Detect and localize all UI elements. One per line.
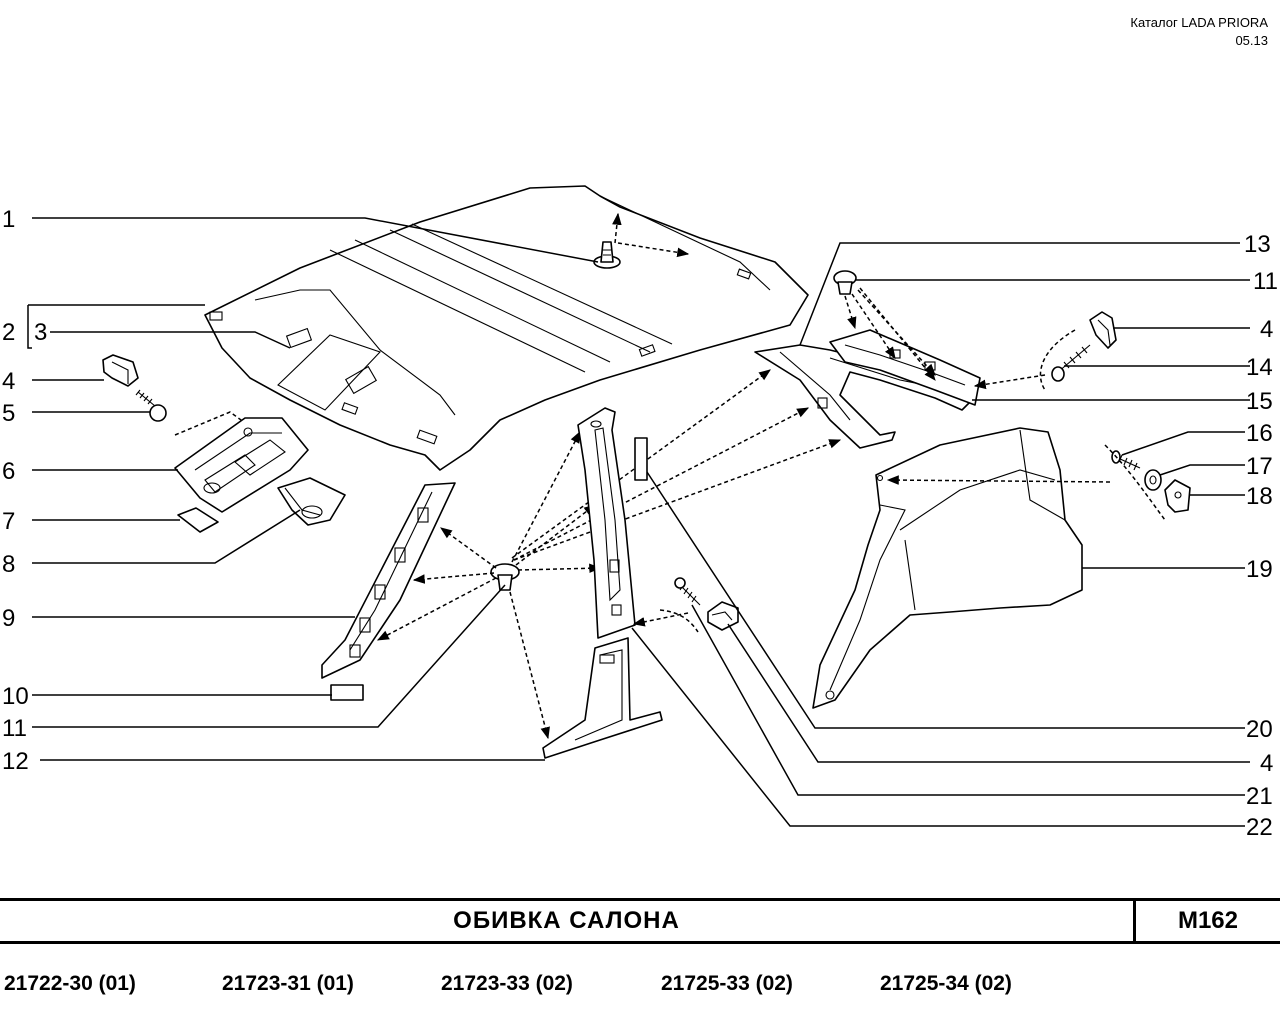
retainer-clip-right	[1089, 311, 1117, 349]
model-code: 21725-34 (02)	[880, 972, 1012, 995]
wheel-arch-trim	[812, 427, 1083, 709]
b-pillar-upper-trim	[577, 407, 636, 639]
callout-5: 5	[2, 400, 15, 427]
callout-10: 10	[2, 683, 29, 710]
leader-lines	[27, 217, 1250, 827]
callout-14: 14	[1246, 354, 1273, 381]
washer	[1144, 469, 1162, 491]
retainer-clip-left	[102, 354, 139, 387]
a-pillar-trim	[321, 482, 456, 679]
screw-left	[135, 389, 167, 422]
catalog-date: 05.13	[1235, 33, 1268, 48]
callout-4-left: 4	[2, 368, 15, 395]
retainer-clip-center	[707, 601, 739, 631]
callout-15: 15	[1246, 388, 1273, 415]
callout-12: 12	[2, 748, 29, 775]
callout-8: 8	[2, 551, 15, 578]
model-code: 21723-31 (01)	[222, 972, 354, 995]
callout-6: 6	[2, 458, 15, 485]
callout-16: 16	[1246, 420, 1273, 447]
nut-clip	[1164, 479, 1191, 513]
screw-center	[674, 577, 701, 606]
callout-19: 19	[1246, 556, 1273, 583]
title-block: ОБИВКА САЛОНА М162	[0, 898, 1280, 944]
model-code: 21722-30 (01)	[4, 972, 136, 995]
callout-9: 9	[2, 605, 15, 632]
console-bracket	[277, 477, 346, 526]
trim-clip-right	[833, 270, 857, 295]
callout-21: 21	[1246, 783, 1273, 810]
callout-11-right: 11	[1253, 268, 1278, 295]
label-strip	[634, 437, 648, 481]
section-code: М162	[1177, 907, 1239, 934]
callout-2: 2	[2, 319, 15, 346]
section-title: ОБИВКА САЛОНА	[453, 907, 680, 934]
catalog-header: Каталог LADA PRIORA 05.13	[1130, 14, 1268, 50]
callout-20: 20	[1246, 716, 1273, 743]
model-code: 21723-33 (02)	[441, 972, 573, 995]
headliner	[204, 185, 809, 471]
console-lens	[177, 507, 219, 533]
catalog-title: Каталог LADA PRIORA	[1130, 15, 1268, 30]
callout-4-bottom: 4	[1260, 750, 1273, 777]
trim-clip-center	[490, 563, 520, 591]
callout-11-left: 11	[2, 715, 27, 742]
model-code: 21725-33 (02)	[661, 972, 793, 995]
parts-diagram: 1 2 3 4 5 6 7 8 9 10 11 12 13 11 4 14 15…	[2, 185, 1278, 841]
callout-7: 7	[2, 508, 15, 535]
headliner-clip	[593, 241, 621, 269]
title-block-divider	[1133, 901, 1136, 941]
callout-17: 17	[1246, 453, 1273, 480]
callout-3: 3	[34, 319, 47, 346]
trim-pad	[330, 684, 364, 701]
callout-numbers: 1 2 3 4 5 6 7 8 9 10 11 12 13 11 4 14 15…	[2, 206, 1278, 841]
callout-22: 22	[1246, 814, 1273, 841]
callout-1: 1	[2, 206, 15, 233]
b-pillar-lower-trim	[542, 637, 663, 759]
c-pillar-upper-trim	[829, 329, 981, 406]
screw-right	[1051, 344, 1091, 382]
callout-4-right: 4	[1260, 316, 1273, 343]
callout-18: 18	[1246, 483, 1273, 510]
callout-13: 13	[1244, 231, 1271, 258]
overhead-console	[174, 417, 309, 513]
